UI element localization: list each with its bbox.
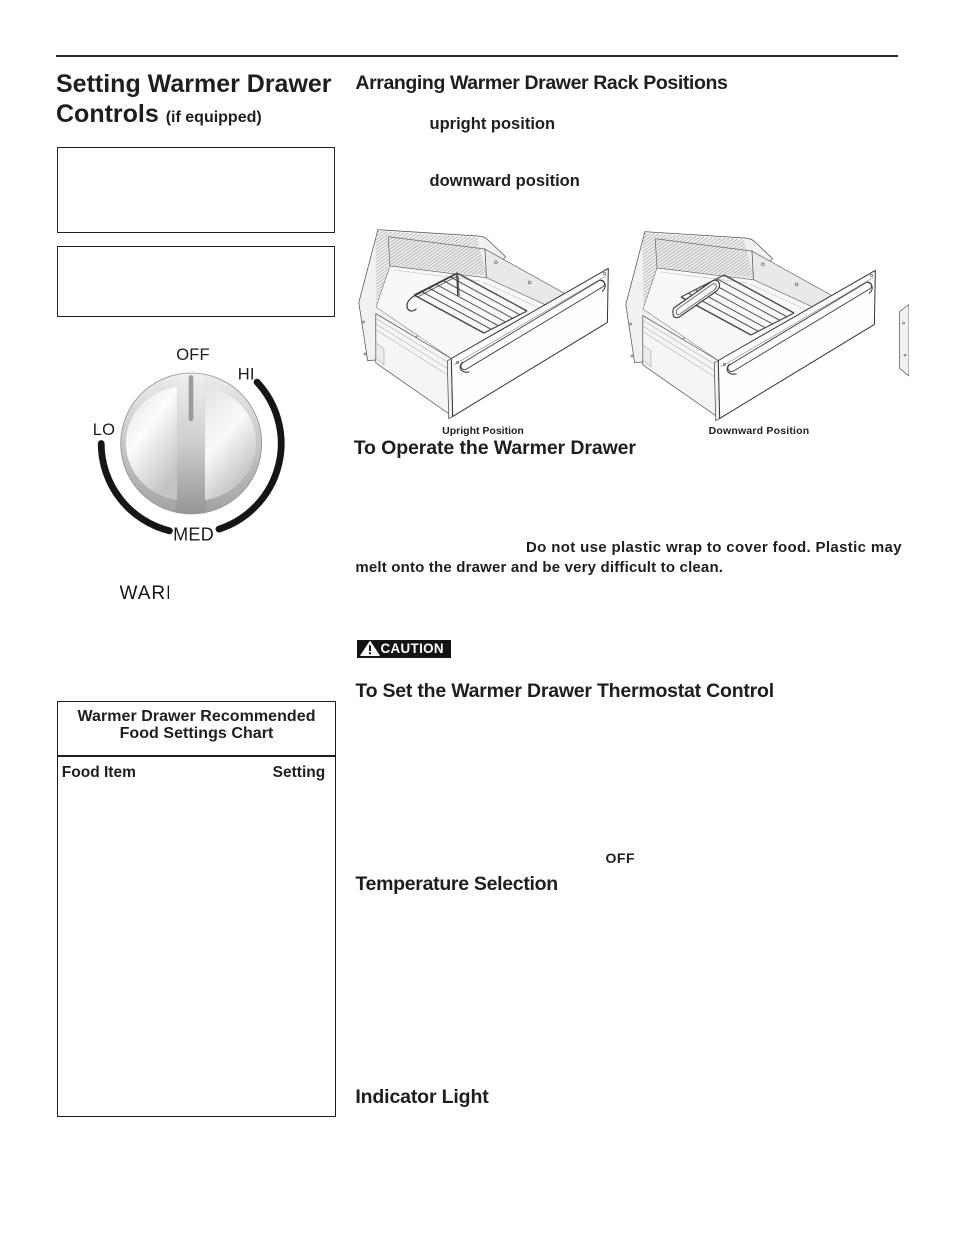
svg-text:HI: HI [238, 366, 255, 384]
svg-text:OFF: OFF [176, 346, 210, 364]
svg-text:LO: LO [93, 421, 115, 439]
svg-text:MED: MED [173, 524, 214, 544]
